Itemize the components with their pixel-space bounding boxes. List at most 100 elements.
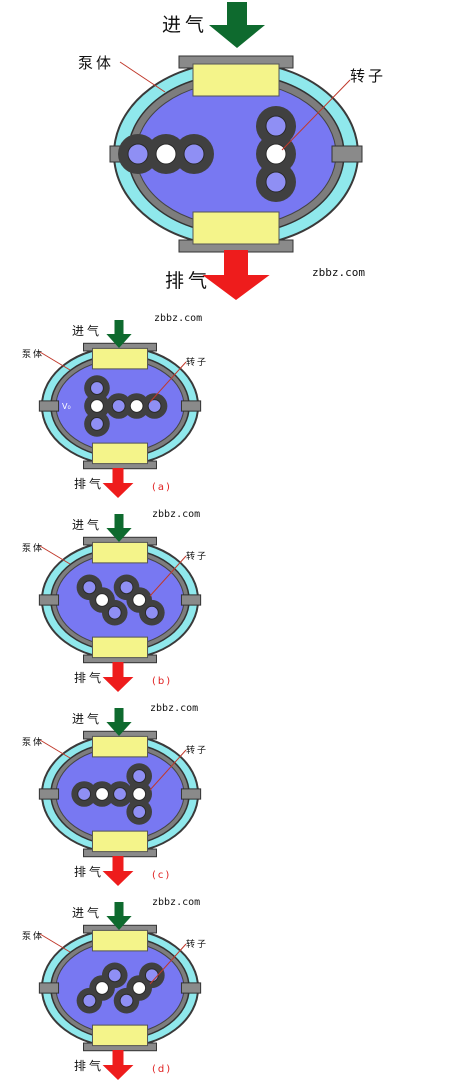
main-outlet-arrow-head	[202, 275, 270, 300]
rotor-1-hole	[77, 787, 92, 801]
rotor-1-hole	[90, 399, 104, 413]
stage-d-inlet-arrow-head	[106, 916, 132, 930]
pump-body	[109, 55, 363, 253]
main-outlet-label: 排气	[165, 270, 212, 292]
left-flange	[38, 594, 60, 606]
main-body-leader	[119, 61, 166, 93]
rotor-2-hole	[147, 399, 162, 413]
stage-d-body-leader	[39, 933, 71, 953]
outlet-port	[91, 1024, 149, 1047]
inlet-port	[91, 735, 149, 758]
stage-d-inlet-label: 进气	[72, 906, 103, 920]
pump-chamber	[55, 941, 185, 1035]
stage-a-inlet-arrow	[106, 320, 132, 348]
stage-b-outlet-arrow-shaft	[112, 662, 124, 679]
main-inlet-arrow-head	[209, 25, 265, 48]
main-outlet-arrow-shaft	[224, 250, 248, 278]
rotor-2-hole	[132, 593, 147, 607]
stage-b-site-text: zbbz.com	[152, 509, 201, 520]
rotor-1-hole	[82, 993, 97, 1008]
stage-d-outlet-arrow-head	[102, 1065, 134, 1080]
stage-c-rotor-leader	[149, 749, 187, 791]
stage-d-rotor-leader	[149, 943, 187, 985]
stage-c-site-text: zbbz.com	[150, 703, 199, 714]
stage-c-inlet-arrow-head	[106, 722, 132, 736]
rotor-2-hole	[265, 143, 287, 165]
main-rotor-label: 转子	[350, 67, 387, 85]
rotor-1-hole	[95, 787, 109, 801]
inlet-port	[91, 347, 149, 370]
stage-d-body-label: 泵体	[22, 932, 45, 942]
stage-d-outlet-arrow	[102, 1050, 134, 1080]
left-flange	[38, 788, 60, 800]
stage-c-inlet-arrow	[106, 708, 132, 736]
main-body-label: 泵体	[78, 54, 115, 72]
outlet-port	[192, 211, 280, 245]
pump-body	[38, 342, 202, 470]
stage-a-rotor-label: 转子	[186, 358, 209, 368]
stage-c-outlet-arrow-shaft	[112, 856, 124, 873]
main-inlet-arrow-shaft	[227, 2, 247, 28]
stage-a-inlet-arrow-head	[106, 334, 132, 348]
pump-body	[38, 924, 202, 1052]
right-flange	[331, 145, 363, 163]
rotor-2-hole	[132, 981, 147, 995]
stage-a-site-text: zbbz.com	[154, 313, 203, 324]
right-flange	[180, 400, 202, 412]
stage-a-outlet-label: 排气	[74, 477, 105, 491]
rotor-1-hole	[95, 981, 109, 995]
rotor-1	[76, 574, 128, 626]
stage-b-inlet-arrow	[106, 514, 132, 542]
stage-a-diagram	[38, 320, 202, 498]
stage-b-body-label: 泵体	[22, 544, 45, 554]
right-flange	[180, 788, 202, 800]
stage-a-chamber-mark: V₀	[62, 402, 71, 411]
stage-d-outlet-label: 排气	[74, 1059, 105, 1073]
stage-b-diagram	[38, 514, 202, 692]
rotor-1-hole	[107, 968, 122, 983]
pump-body	[38, 536, 202, 664]
rotor-2-hole	[119, 993, 134, 1008]
left-flange	[38, 982, 60, 994]
stage-c-outlet-arrow-head	[102, 871, 134, 886]
stage-d-caption: (d)	[152, 1064, 173, 1075]
stage-b-inlet-label: 进气	[72, 518, 103, 532]
rotor-2	[105, 393, 168, 419]
stage-c-rotor-label: 转子	[186, 746, 209, 756]
stage-b-rotor-leader	[149, 555, 187, 597]
pump-body	[38, 730, 202, 858]
rotor-2-hole	[119, 580, 134, 595]
outlet-port	[91, 830, 149, 853]
main-inlet-label: 进气	[162, 14, 209, 36]
right-flange	[180, 594, 202, 606]
stage-b-outlet-arrow-head	[102, 677, 134, 692]
rotor-1-hole	[107, 605, 122, 620]
main-pump-diagram	[109, 2, 363, 300]
stage-c-outlet-label: 排气	[74, 865, 105, 879]
pump-chamber	[55, 553, 185, 647]
stage-a-outlet-arrow-shaft	[112, 468, 124, 485]
stage-a-outlet-arrow-head	[102, 483, 134, 498]
stage-c-caption: (c)	[152, 870, 172, 881]
stage-d-site-text: zbbz.com	[152, 897, 201, 908]
stage-b-inlet-arrow-shaft	[114, 514, 124, 530]
outlet-port	[91, 442, 149, 465]
rotor-1-hole	[90, 417, 104, 431]
left-flange	[38, 400, 60, 412]
rotor-1	[76, 962, 128, 1014]
stage-b-inlet-arrow-head	[106, 528, 132, 542]
stage-c-inlet-arrow-shaft	[114, 708, 124, 724]
main-rotor-leader	[281, 79, 351, 151]
inlet-port	[192, 63, 280, 97]
stage-b-outlet-label: 排气	[74, 671, 105, 685]
rotor-1-hole	[155, 143, 177, 165]
main-site-text: zbbz.com	[312, 266, 365, 279]
rotor-1	[84, 375, 110, 437]
stage-c-body-label: 泵体	[22, 738, 45, 748]
stage-a-body-leader	[39, 351, 71, 371]
rotor-2-hole	[132, 805, 147, 819]
main-outlet-arrow	[202, 250, 270, 300]
rotor-2	[113, 962, 165, 1014]
rotor-2-hole	[132, 787, 147, 801]
rotor-1	[71, 781, 133, 807]
